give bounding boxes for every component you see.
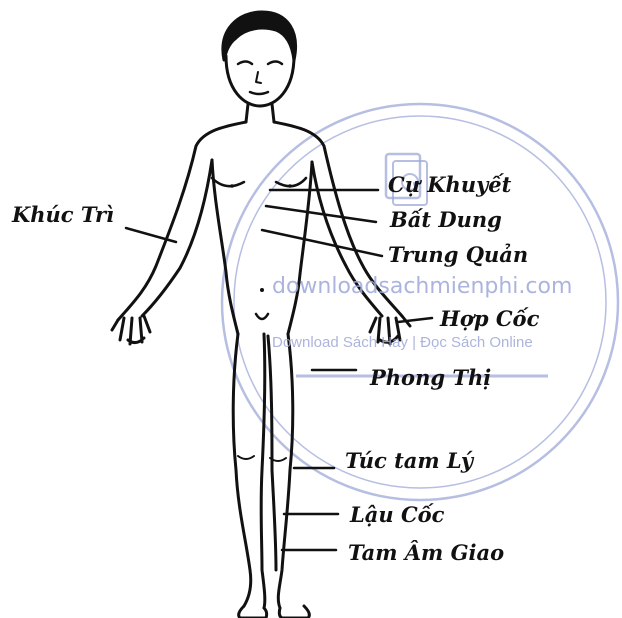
label-trung-quan: Trung Quản (388, 242, 528, 267)
label-lau-coc: Lậu Cốc (350, 502, 444, 527)
leader-trung-quan (262, 230, 382, 256)
watermark-site: downloadsachmienphi.com (272, 274, 572, 299)
hair (223, 12, 296, 60)
label-hop-coc: Hợp Cốc (440, 306, 539, 331)
label-tam-am-giao: Tam Âm Giao (348, 540, 504, 565)
left-arm (118, 122, 246, 320)
label-cu-khuyet: Cự Khuyết (388, 172, 511, 197)
label-phong-thi: Phong Thị (370, 365, 491, 390)
left-hand (112, 316, 150, 344)
human-figure (112, 12, 410, 618)
right-foot (279, 606, 309, 618)
label-tuc-tam-ly: Túc tam Lý (345, 448, 473, 473)
left-foot (239, 606, 267, 618)
watermark-seal (222, 104, 618, 500)
label-khuc-tri: Khúc Trì (12, 202, 114, 227)
face (226, 56, 294, 106)
right-leg (268, 334, 293, 608)
watermark-tagline: Download Sách Hay | Đọc Sách Online (272, 334, 533, 351)
label-bat-dung: Bất Dung (390, 207, 502, 232)
